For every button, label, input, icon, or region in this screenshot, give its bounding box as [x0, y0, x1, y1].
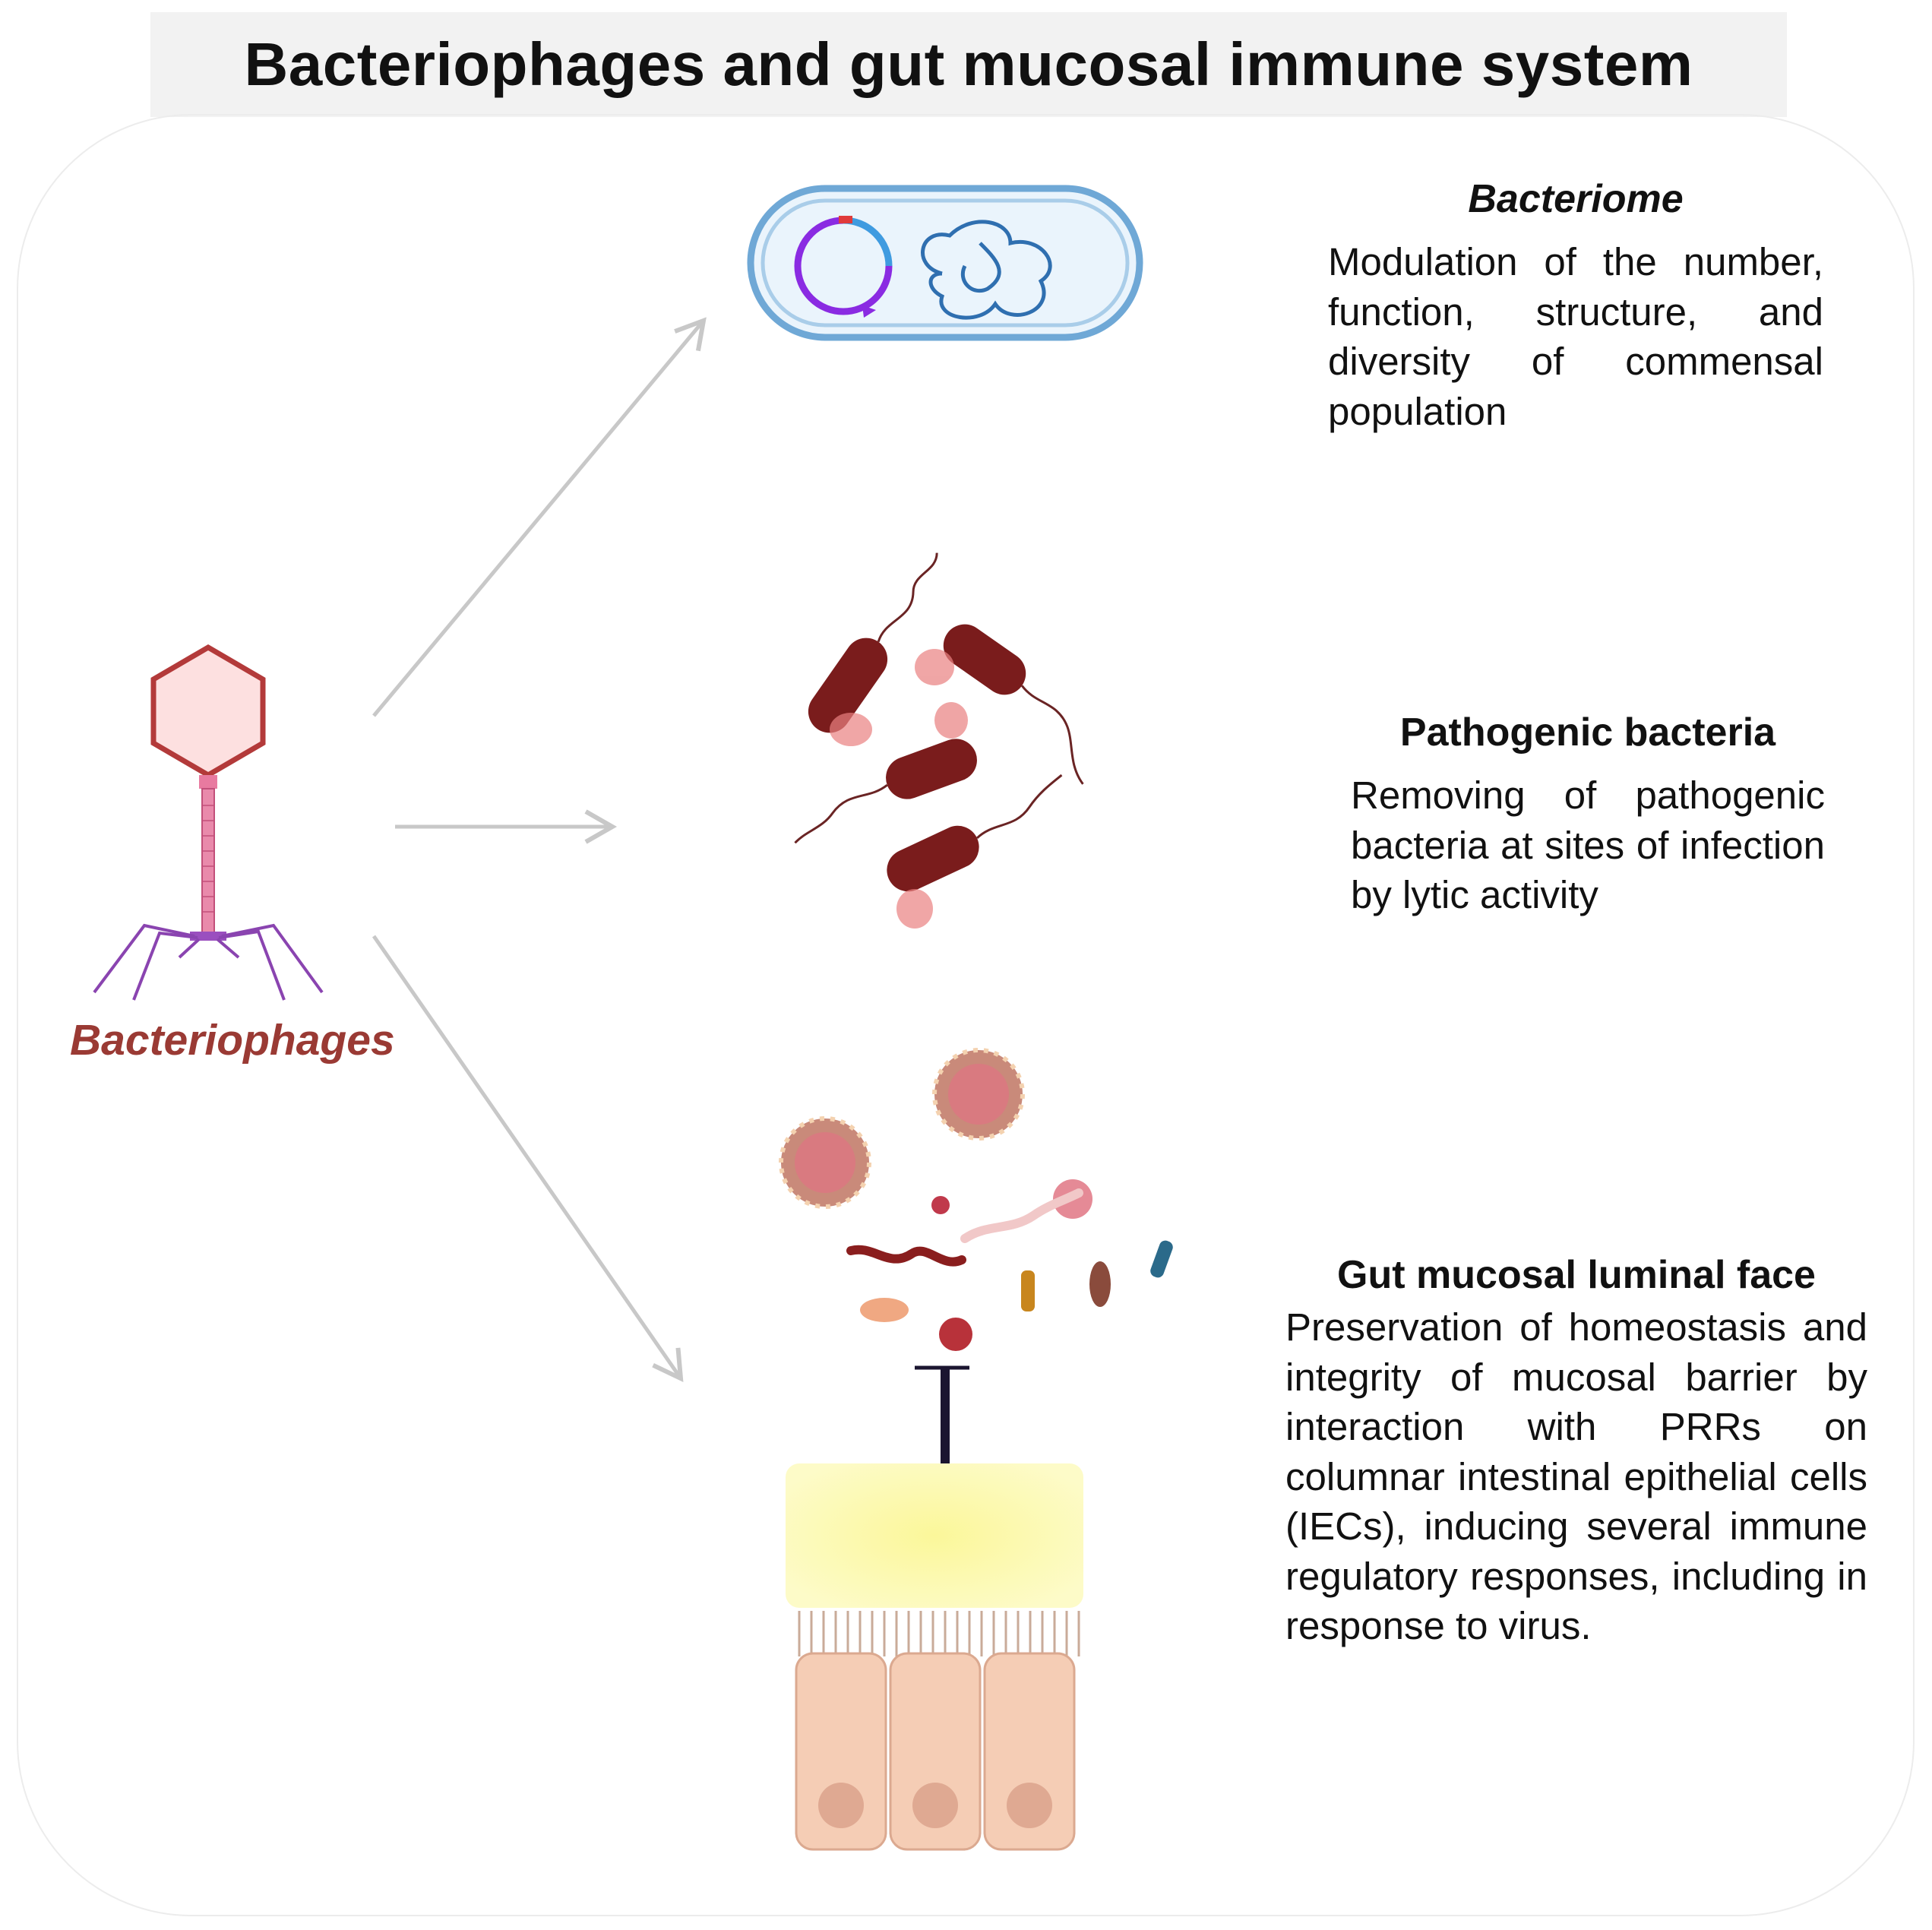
rounded-frame: [17, 114, 1915, 1916]
virus-particle-icon: [779, 1116, 871, 1209]
bacteriome-heading: Bacteriome: [1468, 177, 1684, 221]
mucus-layer: [786, 1463, 1083, 1608]
bacteriophage-icon: [93, 644, 324, 1001]
title-bar: Bacteriophages and gut mucosal immune sy…: [150, 12, 1787, 117]
bacteriome-text: Modulation of the number, function, stru…: [1328, 240, 1823, 433]
bacteriophages-label: Bacteriophages: [70, 1016, 395, 1065]
arrow-to-bacteriome: [372, 317, 707, 717]
epithelial-cells: [795, 1652, 1076, 1851]
microbiota-icon: [846, 1179, 1173, 1351]
pathogenic-block: Pathogenic bacteria Removing of pathogen…: [1351, 710, 1825, 920]
figure-title: Bacteriophages and gut mucosal immune sy…: [244, 30, 1693, 98]
microvilli: [798, 1611, 1080, 1656]
mucosal-block: Gut mucosal luminal face Preservation of…: [1285, 1252, 1867, 1651]
arrow-to-mucosa: [372, 935, 684, 1382]
mucosal-heading: Gut mucosal luminal face: [1337, 1253, 1816, 1297]
mucosal-text: Preservation of homeostasis and integrit…: [1285, 1305, 1867, 1647]
commensal-bacterium-icon: [747, 185, 1143, 341]
pathogenic-heading: Pathogenic bacteria: [1399, 710, 1776, 755]
virus-particle-icon: [932, 1048, 1025, 1141]
pathogenic-text: Removing of pathogenic bacteria at sites…: [1351, 774, 1825, 916]
bacteriome-block: Bacteriome Modulation of the number, fun…: [1328, 176, 1823, 436]
pathogenic-bacteria-icon: [794, 552, 1084, 929]
